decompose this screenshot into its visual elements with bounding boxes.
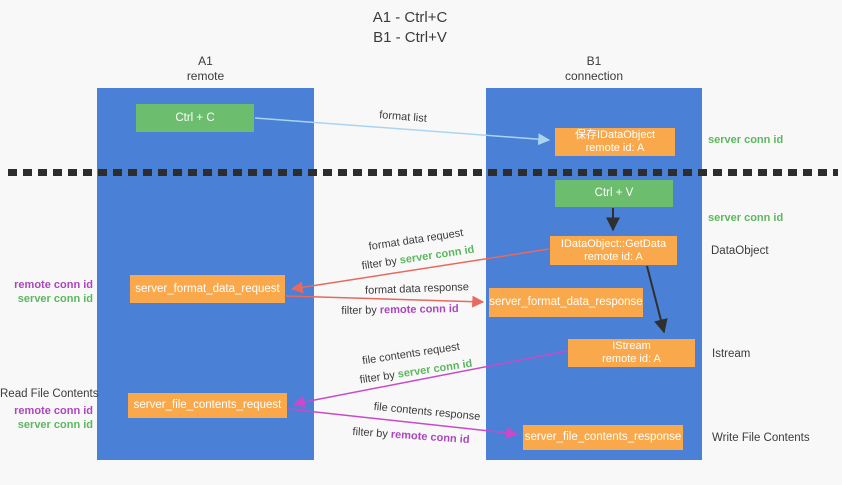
node-ctrl-c-label: Ctrl + C [175, 111, 215, 124]
node-istream-line2: remote id: A [602, 353, 661, 365]
node-idataobject-getdata-line1: IDataObject::GetData [560, 237, 667, 250]
remote-conn-id-value: remote conn id [379, 302, 459, 317]
node-istream-line1: IStream [612, 340, 651, 352]
left-conn-id-pair-1: remote conn id server conn id [0, 278, 93, 306]
server-conn-id-value: server conn id [398, 243, 476, 267]
diagram-title: A1 - Ctrl+C B1 - Ctrl+V [310, 8, 510, 48]
session-divider-dotted-line [8, 169, 838, 176]
lane-b1-role: connection [564, 69, 624, 83]
node-server-format-data-response-label: server_format_data_response [489, 296, 643, 308]
format-list-label: format list [378, 109, 428, 125]
file-contents-response-label: file contents response [373, 400, 481, 424]
node-ctrl-c: Ctrl + C [136, 104, 254, 132]
lane-b1-name: B1 [586, 54, 602, 68]
left-remote-conn-id-2: remote conn id [14, 405, 93, 417]
left-remote-conn-id-1: remote conn id [14, 279, 93, 291]
node-server-file-contents-response: server_file_contents_response [523, 425, 683, 450]
right-server-conn-id-2: server conn id [708, 212, 784, 224]
lane-header-b1: B1 connection [486, 54, 702, 84]
filter-by-prefix: filter by [352, 425, 389, 441]
node-server-format-data-request: server_format_data_request [130, 275, 285, 303]
write-file-contents-label: Write File Contents [712, 432, 810, 444]
dataobject-label: DataObject [711, 245, 769, 257]
left-server-conn-id-1: server conn id [17, 293, 93, 305]
node-save-idataobject-line2: remote id: A [585, 142, 645, 154]
remote-conn-id-value: remote conn id [390, 428, 470, 447]
left-server-conn-id-2: server conn id [17, 419, 93, 431]
filter-by-prefix: filter by [360, 255, 398, 273]
node-save-idataobject-line1: 保存IDataObject [574, 129, 656, 141]
node-server-file-contents-request: server_file_contents_request [128, 393, 287, 418]
node-istream: IStream remote id: A [568, 339, 695, 367]
title-line-2: B1 - Ctrl+V [373, 29, 447, 46]
format-data-response-label: format data response [364, 281, 470, 297]
node-server-file-contents-request-label: server_file_contents_request [133, 399, 282, 411]
istream-label: Istream [712, 348, 751, 360]
filter-by-prefix: filter by [358, 369, 396, 387]
node-server-format-data-request-label: server_format_data_request [135, 282, 280, 295]
node-idataobject-getdata: IDataObject::GetData remote id: A [550, 236, 677, 265]
filter-by-prefix: filter by [341, 304, 377, 318]
node-server-format-data-response: server_format_data_response [489, 288, 643, 317]
lane-a1-role: remote [186, 69, 225, 83]
server-conn-id-value: server conn id [396, 357, 474, 381]
lane-a1-name: A1 [198, 54, 213, 68]
left-conn-id-pair-2: remote conn id server conn id [0, 404, 93, 432]
node-ctrl-v: Ctrl + V [555, 180, 673, 207]
node-ctrl-v-label: Ctrl + V [594, 187, 634, 199]
read-file-contents-label: Read File Contents [0, 388, 99, 400]
node-server-file-contents-response-label: server_file_contents_response [524, 431, 682, 443]
node-save-idataobject: 保存IDataObject remote id: A [555, 128, 675, 156]
lane-header-a1: A1 remote [97, 54, 314, 84]
title-line-1: A1 - Ctrl+C [372, 9, 448, 26]
node-idataobject-getdata-line2: remote id: A [584, 250, 643, 263]
right-server-conn-id-1: server conn id [708, 134, 784, 146]
